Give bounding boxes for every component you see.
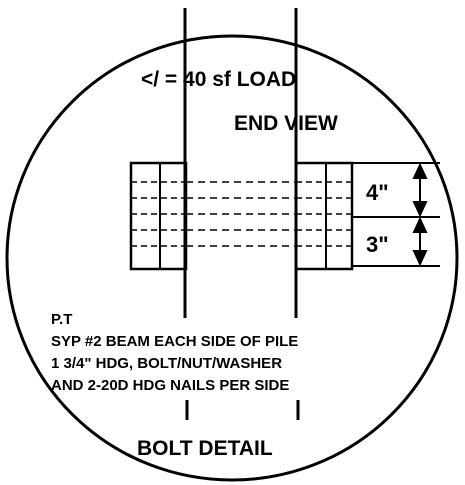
- dimension-bottom-label: 3": [366, 232, 389, 257]
- end-view-label: END VIEW: [234, 112, 338, 135]
- dimension-lines: [352, 162, 440, 267]
- load-label: </ = 40 sf LOAD: [141, 68, 296, 91]
- caption-bolt-detail: BOLT DETAIL: [137, 437, 273, 460]
- note-line-3: 1 3/4" HDG, BOLT/NUT/WASHER: [51, 355, 282, 372]
- note-line-4: AND 2-20D HDG NAILS PER SIDE: [51, 377, 289, 394]
- note-line-2: SYP #2 BEAM EACH SIDE OF PILE: [51, 333, 298, 350]
- right-beam: [294, 161, 354, 271]
- bolt-lines: [186, 181, 296, 247]
- note-line-1: P.T: [51, 311, 72, 328]
- dimension-top-label: 4": [366, 180, 389, 205]
- detail-circle: [5, 34, 459, 482]
- left-beam: [129, 161, 188, 271]
